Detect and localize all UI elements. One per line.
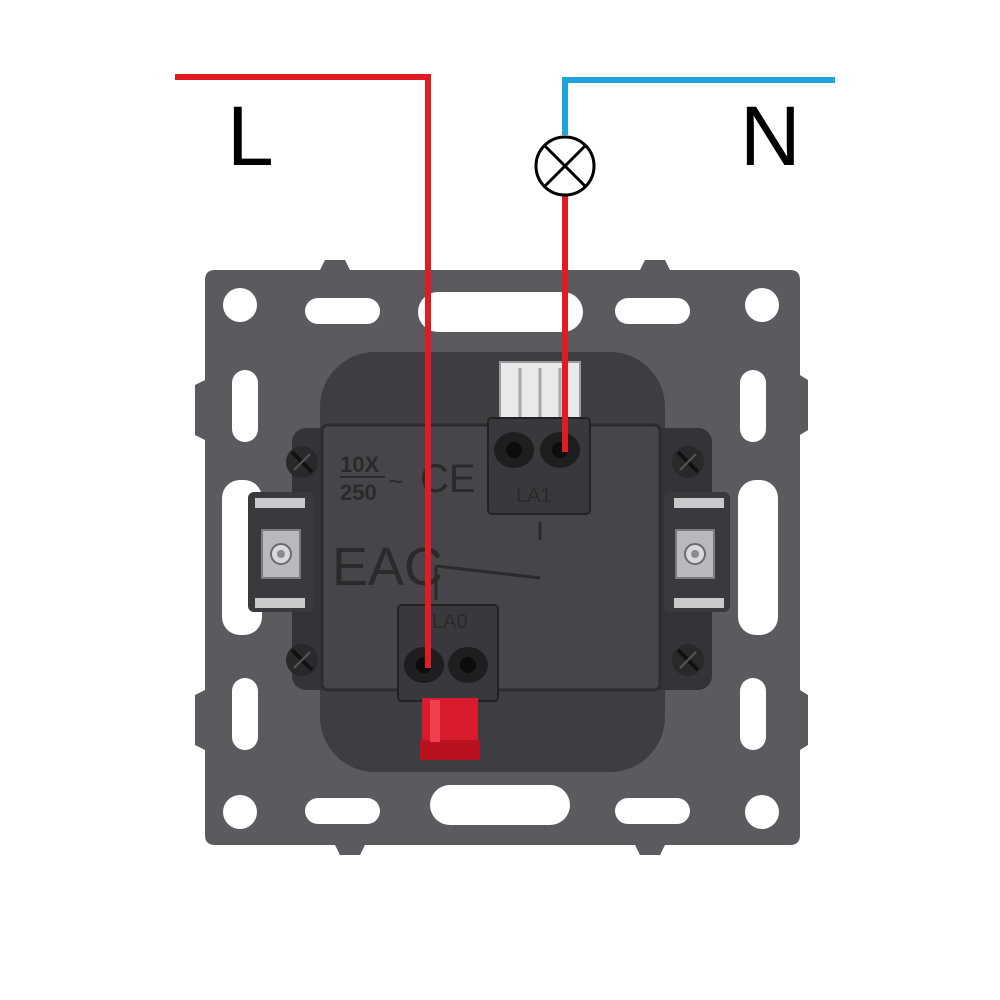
line-label: L xyxy=(227,89,274,183)
switch-symbol-icon xyxy=(434,522,542,600)
terminal-bottom-label: LA0 xyxy=(432,611,468,633)
eac-mark: EAC xyxy=(332,537,443,597)
screw-top-right xyxy=(672,446,704,478)
line-wire xyxy=(175,74,431,668)
rating-voltage: 250 xyxy=(340,480,377,505)
neutral-label: N xyxy=(740,89,801,183)
side-claw-right xyxy=(664,492,730,612)
screw-bottom-right xyxy=(672,644,704,676)
ac-symbol: ~ xyxy=(388,466,403,496)
rating-current: 10X xyxy=(340,452,379,477)
lamp-icon xyxy=(534,135,596,197)
terminal-top-label: LA1 xyxy=(516,485,552,507)
neutral-wire xyxy=(562,77,835,135)
side-claw-left xyxy=(248,492,314,612)
terminal-bottom xyxy=(397,604,499,760)
screw-top-left xyxy=(286,446,318,478)
screw-bottom-left xyxy=(286,644,318,676)
